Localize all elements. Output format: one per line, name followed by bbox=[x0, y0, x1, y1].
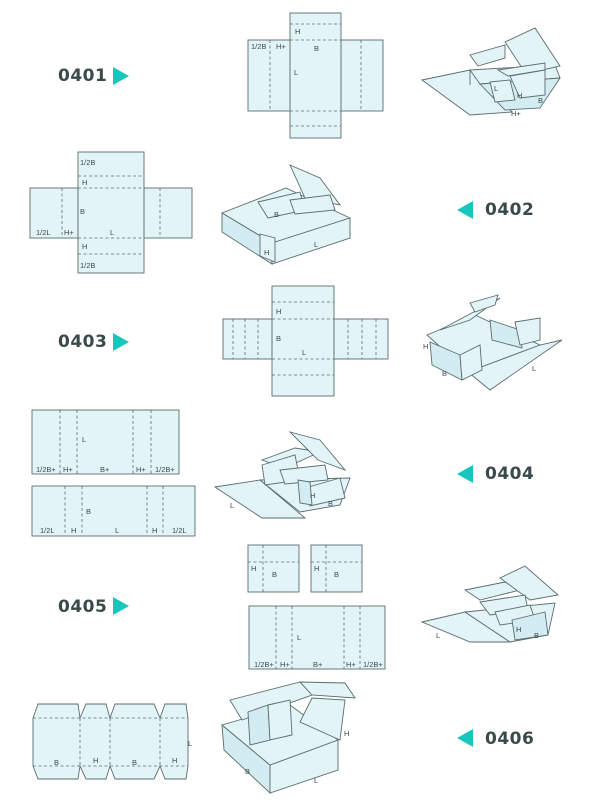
arrow-left-icon bbox=[457, 729, 473, 747]
label-h-plus: H+ bbox=[280, 660, 290, 669]
label-l: L bbox=[82, 435, 86, 444]
style-code-0406: 0406 bbox=[485, 729, 535, 749]
label-h: H bbox=[93, 756, 98, 765]
label-b: B bbox=[245, 767, 250, 776]
label-h-plus: H+ bbox=[136, 465, 146, 474]
label-b: B bbox=[274, 210, 279, 219]
label-h: H bbox=[423, 342, 428, 351]
label-b: B bbox=[328, 499, 333, 508]
label-h: H bbox=[314, 564, 319, 573]
label-l: L bbox=[532, 364, 536, 373]
label-h: H bbox=[517, 91, 522, 100]
label-l: L bbox=[188, 739, 192, 748]
label-h-plus: H+ bbox=[64, 228, 74, 237]
label-b-plus: B+ bbox=[100, 465, 110, 474]
label-l: L bbox=[494, 84, 498, 93]
label-1-2l: 1/2L bbox=[36, 228, 51, 237]
label-h: H bbox=[82, 242, 87, 251]
label-1-2b-plus: 1/2B+ bbox=[36, 465, 56, 474]
label-h-plus: H+ bbox=[511, 109, 521, 118]
label-b: B bbox=[272, 570, 277, 579]
label-b: B bbox=[334, 570, 339, 579]
label-l: L bbox=[115, 526, 119, 535]
style-code-0403: 0403 bbox=[58, 332, 108, 352]
arrow-right-icon bbox=[113, 597, 129, 615]
label-b: B bbox=[538, 96, 543, 105]
label-h: H bbox=[310, 491, 315, 500]
arrow-right-icon bbox=[113, 67, 129, 85]
label-h-plus: H+ bbox=[276, 42, 286, 51]
label-b: B bbox=[314, 44, 319, 53]
label-h: H bbox=[295, 27, 300, 36]
label-h: H bbox=[276, 307, 281, 316]
label-b: B bbox=[54, 758, 59, 767]
label-l: L bbox=[110, 228, 114, 237]
label-b: B bbox=[534, 631, 539, 640]
label-1-2b: 1/2B bbox=[251, 42, 266, 51]
label-h: H bbox=[251, 564, 256, 573]
label-1-2b-plus: 1/2B+ bbox=[155, 465, 175, 474]
label-h: H bbox=[172, 756, 177, 765]
style-code-0402: 0402 bbox=[485, 200, 535, 220]
label-l: L bbox=[297, 633, 301, 642]
label-b: B bbox=[276, 334, 281, 343]
label-l: L bbox=[314, 240, 318, 249]
label-1-2b: 1/2B bbox=[80, 158, 95, 167]
label-h: H bbox=[264, 248, 269, 257]
arrow-right-icon bbox=[113, 333, 129, 351]
label-1-2b-plus: 1/2B+ bbox=[363, 660, 383, 669]
label-h: H bbox=[71, 526, 76, 535]
label-h: H bbox=[516, 625, 521, 634]
label-l: L bbox=[436, 631, 440, 640]
label-b: B bbox=[442, 369, 447, 378]
label-b: B bbox=[80, 207, 85, 216]
arrow-left-icon bbox=[457, 201, 473, 219]
label-l: L bbox=[230, 501, 234, 510]
style-code-0404: 0404 bbox=[485, 464, 535, 484]
label-l: L bbox=[314, 776, 318, 785]
style-code-0401: 0401 bbox=[58, 66, 108, 86]
label-h-plus: H+ bbox=[63, 465, 73, 474]
label-l: L bbox=[294, 68, 298, 77]
label-b: B bbox=[132, 758, 137, 767]
label-b: B bbox=[86, 507, 91, 516]
label-l: L bbox=[302, 348, 306, 357]
arrow-left-icon bbox=[457, 465, 473, 483]
label-h: H bbox=[82, 178, 87, 187]
style-code-0405: 0405 bbox=[58, 597, 108, 617]
label-1-2l: 1/2L bbox=[172, 526, 187, 535]
label-1-2l: 1/2L bbox=[40, 526, 55, 535]
label-h: H bbox=[152, 526, 157, 535]
label-1-2b: 1/2B bbox=[80, 261, 95, 270]
label-h: H bbox=[344, 729, 349, 738]
label-b-plus: B+ bbox=[313, 660, 323, 669]
label-1-2b-plus: 1/2B+ bbox=[254, 660, 274, 669]
label-h-plus: H+ bbox=[346, 660, 356, 669]
